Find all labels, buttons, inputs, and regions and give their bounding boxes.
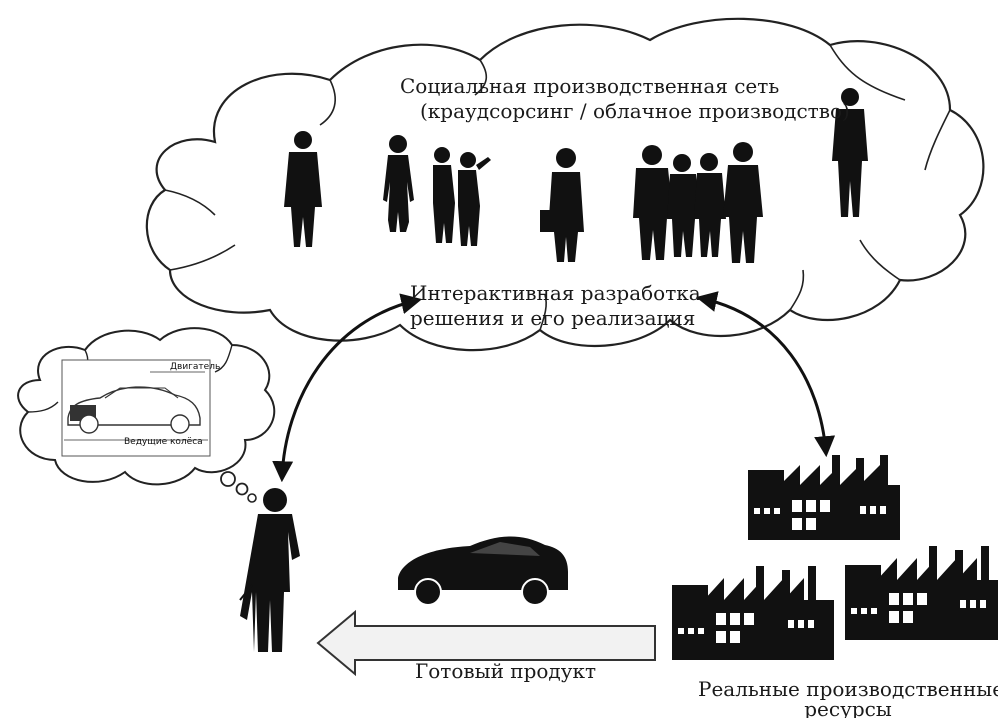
car-sketch: [61, 359, 211, 457]
product-arrow: [316, 609, 656, 677]
cloud-center-line2: решения и его реализация: [410, 306, 696, 330]
person-woman-2: [433, 147, 455, 243]
person-man-1: [284, 131, 322, 247]
cloud-creases: [164, 44, 951, 331]
factory-label-line1: Реальные производственные: [698, 677, 998, 701]
arrow-designer-to-network: [272, 293, 423, 483]
thought-bubble-small: [247, 493, 257, 503]
engine-label: Двигатель: [170, 362, 221, 372]
factory-right: [845, 546, 998, 640]
cloud-center-line1: Интерактивная разработка: [410, 281, 701, 305]
product-label: Готовый продукт: [415, 659, 597, 683]
wheels-label: Ведущие колёса: [124, 437, 203, 447]
person-woman-1: [383, 135, 414, 232]
cloud-title-line1: Социальная производственная сеть: [400, 74, 780, 98]
cloud-title-line2: (краудсорсинг / облачное производство): [420, 99, 850, 123]
person-businessman: [540, 148, 584, 262]
thought-bubble-medium: [235, 482, 249, 496]
thought-bubble-large: [220, 471, 236, 487]
person-woman-3: [458, 152, 491, 246]
person-group: [633, 142, 763, 263]
car-silhouette: [398, 536, 568, 606]
designer-figure: [239, 488, 300, 652]
factory-label-line2: ресурсы: [804, 697, 892, 718]
arrow-network-to-factories: [695, 291, 836, 458]
person-man-2: [832, 88, 868, 217]
silhouette-group: [284, 88, 868, 263]
factory-left: [672, 566, 834, 660]
factory-top: [748, 455, 900, 540]
